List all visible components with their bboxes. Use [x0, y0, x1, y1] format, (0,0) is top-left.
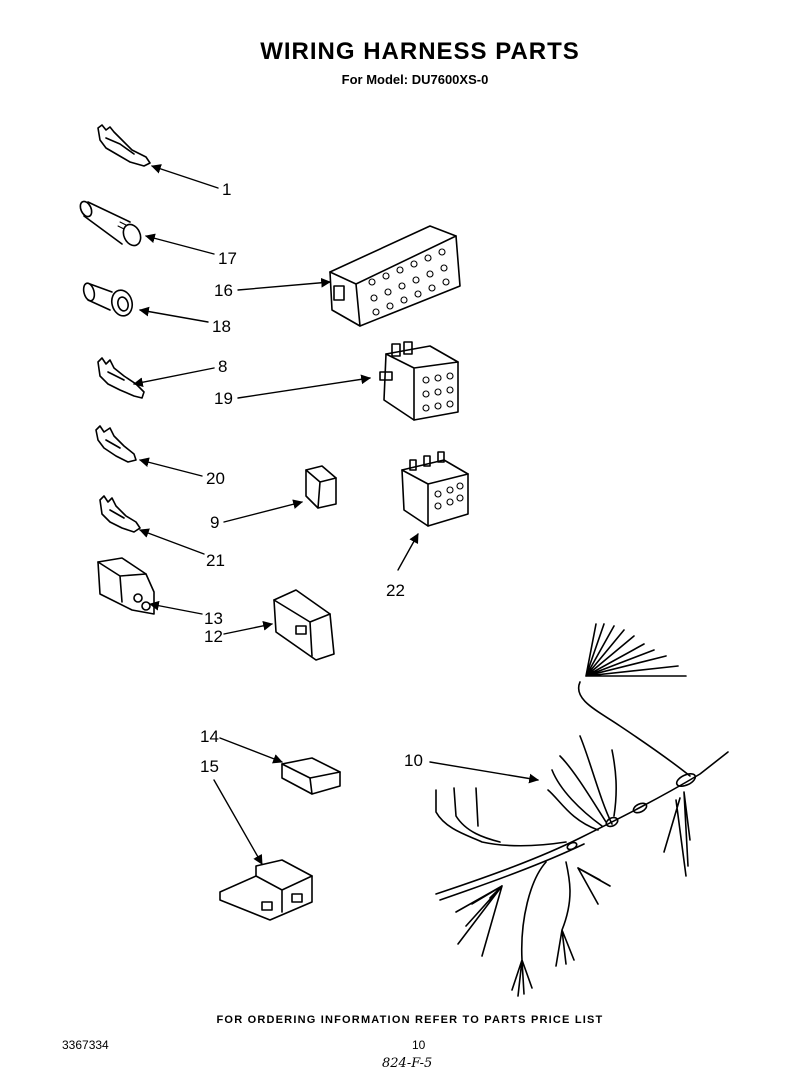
part-20-terminal — [95, 425, 137, 463]
callout-labels: 1 17 16 18 8 19 20 9 21 22 13 12 10 14 1… — [200, 180, 423, 776]
callout-10: 10 — [404, 751, 423, 770]
part-8-terminal — [97, 357, 145, 399]
model-line: For Model: DU7600XS-0 — [341, 72, 489, 87]
part-19-connector — [379, 341, 459, 421]
part-15-bracket — [219, 859, 313, 921]
part-21-terminal — [99, 495, 141, 533]
callout-17: 17 — [218, 249, 237, 268]
part-12-housing — [273, 589, 335, 661]
callout-9: 9 — [210, 513, 219, 532]
callout-1: 1 — [222, 180, 231, 199]
part-14-clip — [281, 757, 341, 795]
part-22-connector — [401, 451, 469, 527]
callout-8: 8 — [218, 357, 227, 376]
leader-lines — [133, 164, 539, 865]
callout-12: 12 — [204, 627, 223, 646]
callout-20: 20 — [206, 469, 225, 488]
part-10-harness — [435, 623, 729, 997]
ordering-note: FOR ORDERING INFORMATION REFER TO PARTS … — [216, 1014, 604, 1026]
callout-21: 21 — [206, 551, 225, 570]
part-16-connector-block — [329, 225, 461, 327]
callout-19: 19 — [214, 389, 233, 408]
callout-13: 13 — [204, 609, 223, 628]
callout-18: 18 — [212, 317, 231, 336]
callout-15: 15 — [200, 757, 219, 776]
page-title: WIRING HARNESS PARTS — [260, 38, 580, 65]
part-18-cap — [82, 282, 134, 317]
callout-16: 16 — [214, 281, 233, 300]
part-17-sleeve — [79, 200, 142, 247]
callout-14: 14 — [200, 727, 219, 746]
part-9-plug — [305, 465, 337, 509]
page-number: 10 — [412, 1038, 426, 1052]
document-number: 3367334 — [62, 1038, 109, 1052]
handwritten-note: 824-F-5 — [382, 1056, 433, 1071]
callout-22: 22 — [386, 581, 405, 600]
part-13-housing — [97, 557, 155, 615]
part-1-terminal — [97, 124, 151, 167]
